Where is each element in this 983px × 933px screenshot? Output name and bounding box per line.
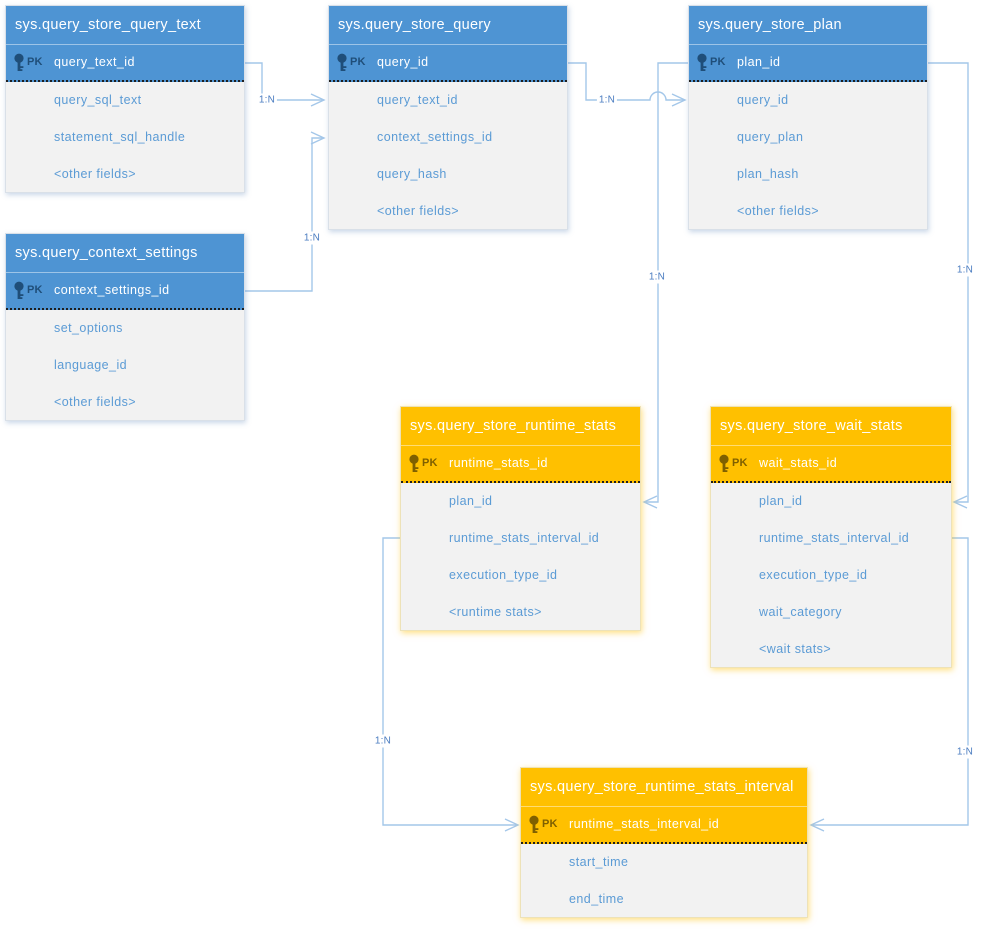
table-fields: start_time end_time <box>521 844 807 917</box>
relationship-query-plan <box>568 62 687 107</box>
field-row: context_settings_id <box>377 130 493 145</box>
field-row: wait_category <box>759 604 842 619</box>
arrowhead-icon <box>504 818 520 832</box>
relationship-cardinality-label: 1:N <box>954 263 976 277</box>
field-row: <other fields> <box>737 203 820 218</box>
table-title: sys.query_context_settings <box>6 234 244 272</box>
primary-key-row: PK context_settings_id <box>6 272 244 310</box>
table-title: sys.query_store_plan <box>689 6 927 44</box>
pk-label: PK <box>710 56 726 68</box>
pk-label: PK <box>732 457 748 469</box>
relationship-cardinality-label: 1:N <box>954 745 976 759</box>
relationship-cardinality-label: 1:N <box>256 93 278 107</box>
pk-field-name: query_id <box>377 55 429 69</box>
pk-field-name: context_settings_id <box>54 283 170 297</box>
arrowhead-icon <box>809 818 825 832</box>
table-title: sys.query_store_runtime_stats <box>401 407 640 445</box>
table-title: sys.query_store_runtime_stats_interval <box>521 768 807 806</box>
pk-label: PK <box>27 284 43 296</box>
primary-key-icon <box>13 281 26 300</box>
table-fields: query_id query_plan plan_hash <other fields… <box>689 82 927 229</box>
arrowhead-icon <box>671 93 687 107</box>
pk-label: PK <box>27 56 43 68</box>
primary-key-row: PK runtime_stats_interval_id <box>521 806 807 844</box>
table-title: sys.query_store_query <box>329 6 567 44</box>
field-row: plan_hash <box>737 166 799 181</box>
primary-key-icon <box>718 454 731 473</box>
field-row: set_options <box>54 321 123 336</box>
primary-key-row: PK plan_id <box>689 44 927 82</box>
primary-key-row: PK wait_stats_id <box>711 445 951 483</box>
pk-field-name: query_text_id <box>54 55 135 69</box>
field-row: query_id <box>737 93 789 108</box>
relationship-cardinality-label: 1:N <box>596 93 618 107</box>
field-row: execution_type_id <box>449 567 558 582</box>
field-row: end_time <box>569 891 625 906</box>
pk-label: PK <box>542 818 558 830</box>
field-row: start_time <box>569 855 629 870</box>
table-fields: set_options language_id <other fields> <box>6 310 244 420</box>
field-row: plan_id <box>759 494 803 509</box>
relationship-cardinality-label: 1:N <box>301 231 323 245</box>
primary-key-icon <box>336 53 349 72</box>
primary-key-row: PK query_text_id <box>6 44 244 82</box>
primary-key-icon <box>13 53 26 72</box>
field-row: statement_sql_handle <box>54 130 186 144</box>
primary-key-row: PK query_id <box>329 44 567 82</box>
table-fields: plan_id runtime_stats_interval_id executio… <box>401 483 640 630</box>
pk-label: PK <box>422 457 438 469</box>
pk-field-name: runtime_stats_id <box>449 456 548 470</box>
table-title: sys.query_store_query_text <box>6 6 244 44</box>
primary-key-icon <box>696 53 709 72</box>
field-row: <wait stats> <box>759 641 832 656</box>
field-row: runtime_stats_interval_id <box>449 531 600 546</box>
arrowhead-icon <box>310 93 326 107</box>
field-row: query_text_id <box>377 93 458 108</box>
relationship-cardinality-label: 1:N <box>372 734 394 748</box>
pk-field-name: runtime_stats_interval_id <box>569 817 720 831</box>
field-row: query_sql_text <box>54 93 142 108</box>
field-row: <other fields> <box>54 166 137 181</box>
primary-key-icon <box>408 454 421 473</box>
field-row: <other fields> <box>54 394 137 409</box>
table-fields: query_text_id context_settings_id query_ha… <box>329 82 567 229</box>
field-row: query_plan <box>737 130 804 145</box>
pk-label: PK <box>350 56 366 68</box>
primary-key-icon <box>528 815 541 834</box>
field-row: <other fields> <box>377 203 460 218</box>
relationship-plan-runtime_stats <box>642 62 688 509</box>
table-fields: plan_id runtime_stats_interval_id executio… <box>711 483 951 667</box>
table-title: sys.query_store_wait_stats <box>711 407 951 445</box>
table-fields: query_sql_text statement_sql_handle <other… <box>6 82 244 192</box>
arrowhead-icon <box>642 495 658 509</box>
field-row: language_id <box>54 358 128 372</box>
field-row: plan_id <box>449 494 493 509</box>
field-row: execution_type_id <box>759 567 868 582</box>
relationship-cardinality-label: 1:N <box>646 270 668 284</box>
arrowhead-icon <box>310 131 326 145</box>
pk-field-name: wait_stats_id <box>759 456 838 470</box>
pk-field-name: plan_id <box>737 55 781 69</box>
field-row: runtime_stats_interval_id <box>759 531 910 546</box>
primary-key-row: PK runtime_stats_id <box>401 445 640 483</box>
field-row: query_hash <box>377 166 447 181</box>
field-row: <runtime stats> <box>449 604 542 619</box>
relationship-context_settings-query <box>245 131 326 292</box>
arrowhead-icon <box>952 495 968 509</box>
